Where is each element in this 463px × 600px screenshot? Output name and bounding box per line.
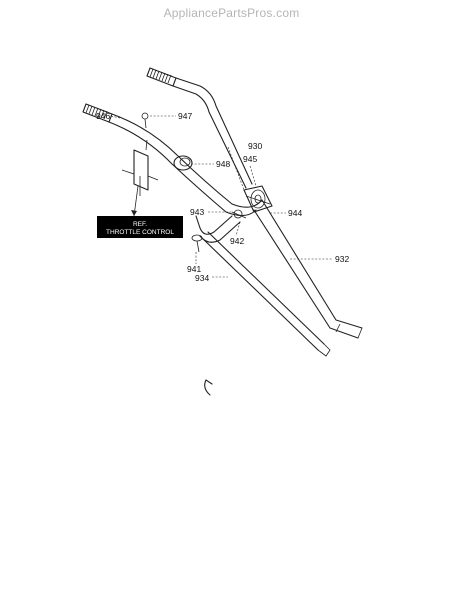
callout-945: 945 bbox=[243, 154, 257, 164]
ref-arrow-head bbox=[131, 210, 137, 216]
callout-930: 930 bbox=[248, 141, 262, 151]
callout-932: 932 bbox=[335, 254, 349, 264]
ref-line1: REF. bbox=[133, 221, 147, 228]
screw-947 bbox=[141, 112, 149, 129]
knob-943 bbox=[231, 209, 247, 219]
callout-944: 944 bbox=[288, 208, 302, 218]
lower-handle-934 bbox=[82, 103, 331, 396]
callout-948: 948 bbox=[216, 159, 230, 169]
collar-948 bbox=[173, 155, 193, 171]
grip-upper bbox=[146, 67, 177, 87]
callout-947: 947 bbox=[178, 111, 192, 121]
throttle-control-bracket bbox=[121, 139, 159, 196]
callout-934: 934 bbox=[195, 273, 209, 283]
watermark: AppliancePartsPros.com bbox=[163, 6, 300, 20]
callout-941: 941 bbox=[187, 264, 201, 274]
bolt-941 bbox=[191, 234, 203, 253]
ref-line2: THROTTLE CONTROL bbox=[106, 229, 174, 236]
leader-lines bbox=[110, 115, 332, 278]
callout-943: 943 bbox=[190, 207, 204, 217]
callout-946: 946 bbox=[96, 111, 110, 121]
bracket-assembly bbox=[243, 185, 273, 213]
callout-942: 942 bbox=[230, 236, 244, 246]
ref-throttle-box: REF. THROTTLE CONTROL bbox=[97, 216, 183, 238]
upper-handle-930 bbox=[146, 67, 363, 339]
